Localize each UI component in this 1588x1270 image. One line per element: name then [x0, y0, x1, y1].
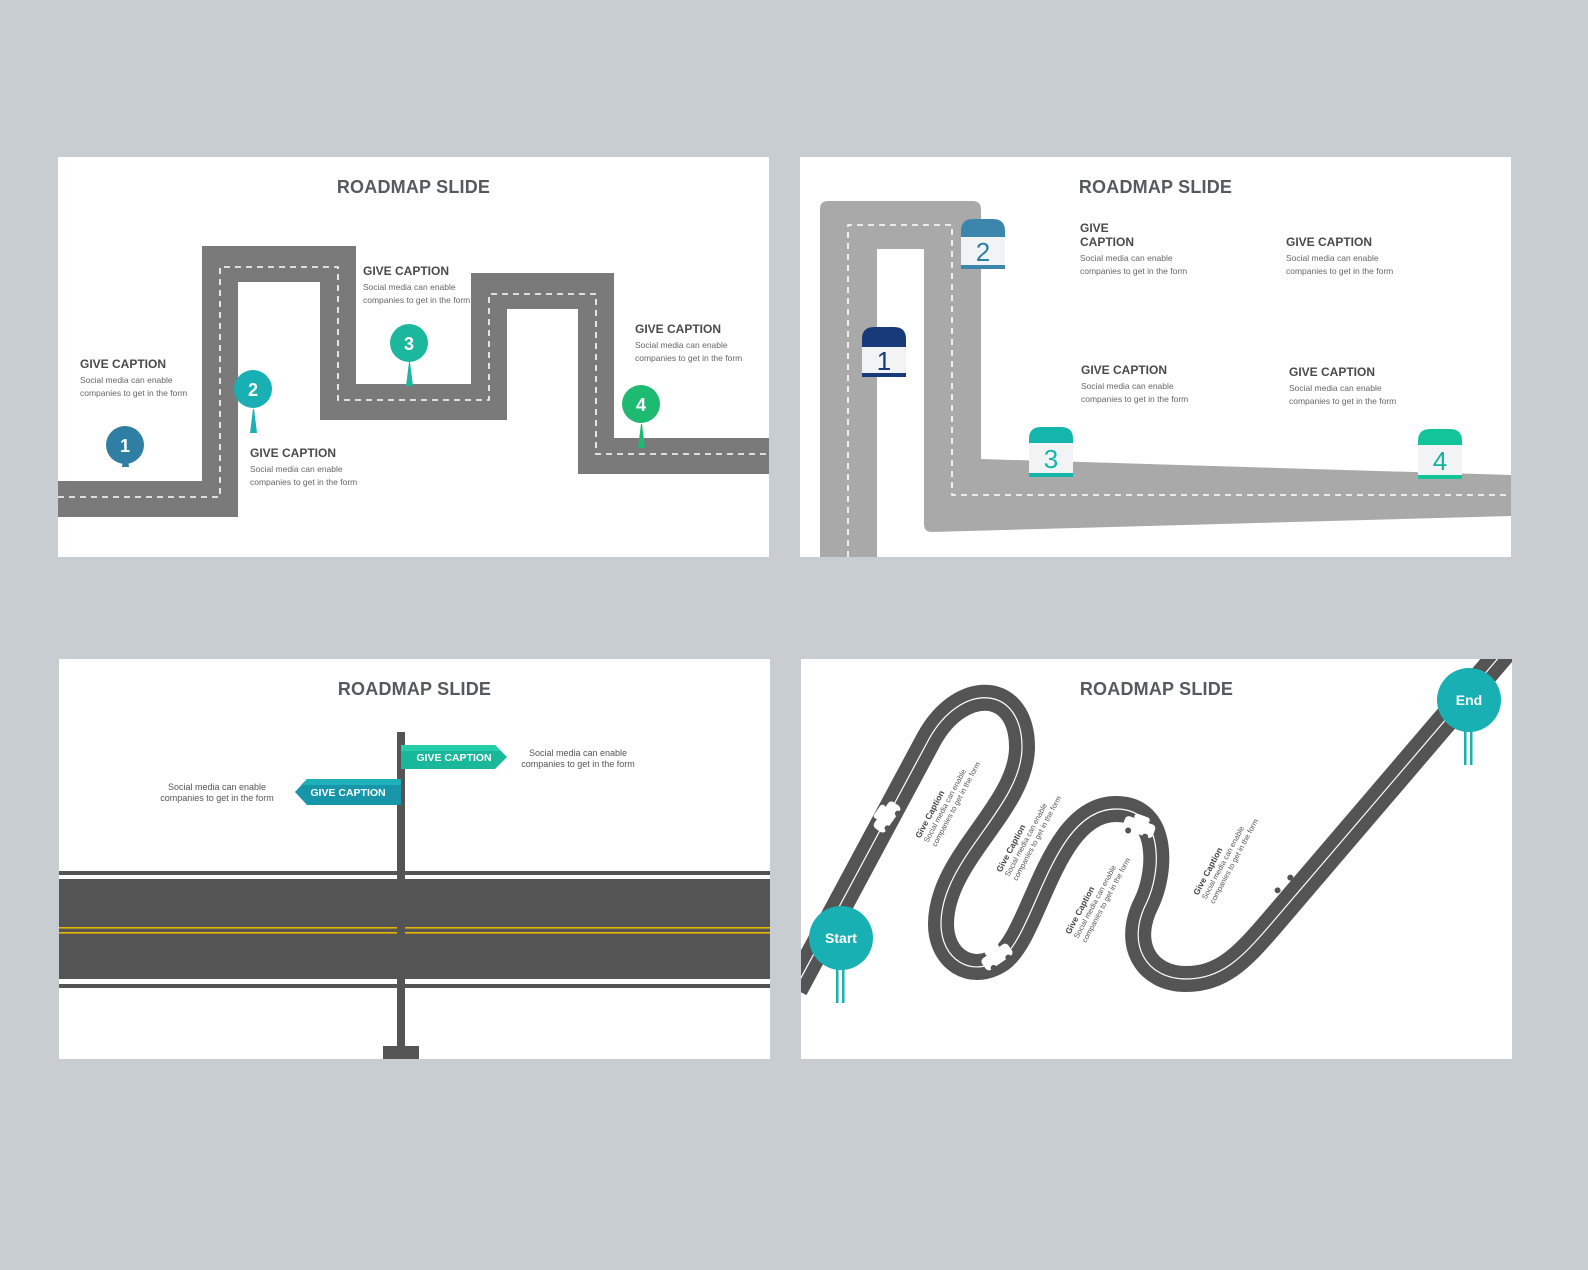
caption-line: Social media can enable	[80, 375, 173, 385]
caption-line: companies to get in the form	[250, 477, 358, 487]
winding-road-diagram: Start End	[801, 659, 1512, 1003]
road	[820, 201, 1511, 557]
slide-title: ROADMAP SLIDE	[336, 177, 491, 197]
sign-2-number: 2	[976, 237, 990, 267]
caption-line: companies to get in the form	[1289, 396, 1397, 406]
caption-2: GIVE CAPTION Social media can enable comp…	[1286, 235, 1393, 278]
caption-1: GIVE CAPTION Social media can enable comp…	[80, 357, 187, 400]
pin-4[interactable]: 4	[622, 385, 660, 448]
pin-3[interactable]: 3	[390, 324, 428, 386]
car-icon	[873, 801, 901, 833]
caption-heading: GIVE CAPTION	[1080, 221, 1134, 249]
sign-3-number: 3	[1044, 444, 1058, 474]
caption-3: GIVE CAPTION Social media can enable comp…	[1081, 363, 1188, 406]
pin-2[interactable]: 2	[234, 370, 272, 433]
pin-2-number: 2	[248, 380, 258, 400]
end-marker[interactable]: End	[1437, 668, 1501, 765]
caption-line: Social media can enable	[1286, 253, 1379, 263]
pin-3-number: 3	[404, 334, 414, 354]
caption-heading: GIVE CAPTION	[1081, 363, 1168, 377]
car-icon	[981, 943, 1013, 971]
caption-line: companies to get in the form	[635, 353, 743, 363]
sign-right[interactable]: GIVE CAPTION	[401, 745, 507, 769]
signpost-pole	[397, 732, 405, 1049]
road	[801, 659, 1512, 996]
sign-1[interactable]: 1	[862, 327, 906, 377]
slide-4[interactable]: ROADMAP SLIDE Start	[801, 659, 1512, 1059]
slide-2[interactable]: ROADMAP SLIDE 1 2 3	[800, 157, 1511, 557]
sign-left[interactable]: GIVE CAPTION	[295, 779, 401, 805]
road-center-line	[801, 659, 1499, 980]
caption-line: Social media can enable	[363, 282, 456, 292]
caption-line: companies to get in the form	[1286, 266, 1394, 276]
caption-line: companies to get in the form	[1081, 394, 1189, 404]
caption-line: Social media can enable	[1081, 381, 1174, 391]
road-yellow-line	[59, 927, 770, 929]
caption-line: companies to get in the form	[363, 295, 471, 305]
caption-heading: GIVE CAPTION	[250, 446, 337, 460]
caption-2: GIVE CAPTION Social media can enable comp…	[250, 446, 357, 489]
pin-1[interactable]: 1	[106, 426, 144, 467]
caption-line: Social media can enable	[167, 782, 267, 792]
caption-4: GIVE CAPTION Social media can enable comp…	[635, 322, 742, 365]
caption-line: Social media can enable	[1289, 383, 1382, 393]
road-center-line	[847, 224, 1511, 557]
signpost-base	[383, 1046, 419, 1059]
caption-line: Social media can enable	[1080, 253, 1173, 263]
caption-1: GIVE CAPTION Social media can enable comp…	[1080, 221, 1187, 278]
start-label: Start	[825, 930, 857, 946]
caption-left: Social media can enable companies to get…	[152, 782, 282, 804]
slide-title: ROADMAP SLIDE	[1079, 679, 1234, 699]
caption-line: Social media can enable	[250, 464, 343, 474]
sign-right-label: GIVE CAPTION	[416, 752, 491, 764]
road	[59, 879, 770, 979]
slide-title: ROADMAP SLIDE	[1078, 177, 1233, 197]
sign-4-number: 4	[1433, 446, 1447, 476]
end-label: End	[1456, 692, 1482, 708]
caption-heading: GIVE CAPTION	[80, 357, 167, 371]
caption-heading: GIVE CAPTION	[635, 322, 722, 336]
start-marker[interactable]: Start	[809, 906, 873, 1003]
zigzag-road-diagram: 1 2 3 4	[58, 246, 769, 517]
caption-line: Social media can enable	[635, 340, 728, 350]
car-icon	[1264, 864, 1294, 894]
sign-left-label: GIVE CAPTION	[310, 787, 385, 799]
sign-2[interactable]: 2	[961, 219, 1005, 269]
caption-line: Social media can enable	[528, 748, 628, 758]
caption-heading: GIVE CAPTION	[1286, 235, 1373, 249]
road-center-line	[58, 266, 769, 498]
caption-heading: GIVE CAPTION	[1289, 365, 1376, 379]
sign-1-number: 1	[877, 346, 891, 376]
pin-4-number: 4	[636, 395, 646, 415]
caption-line: companies to get in the form	[521, 759, 635, 769]
caption-right: Social media can enable companies to get…	[513, 748, 643, 770]
sign-4[interactable]: 4	[1418, 429, 1462, 479]
slide-title: ROADMAP SLIDE	[337, 679, 492, 699]
signpost-road-diagram: GIVE CAPTION GIVE CAPTION	[59, 732, 770, 1059]
slide-3[interactable]: ROADMAP SLIDE GIVE CAPTION GIVE CAPTION …	[59, 659, 770, 1059]
caption-4: GIVE CAPTION Social media can enable comp…	[1289, 365, 1396, 408]
caption-line: companies to get in the form	[80, 388, 188, 398]
slide-1[interactable]: ROADMAP SLIDE 1 2 3 4 GIVE CAPTION Socia…	[58, 157, 769, 557]
perspective-road-diagram: 1 2 3 4	[820, 201, 1511, 557]
caption-line: companies to get in the form	[1080, 266, 1188, 276]
road-yellow-line	[59, 932, 770, 934]
caption-heading: GIVE CAPTION	[363, 264, 450, 278]
sign-3[interactable]: 3	[1029, 427, 1073, 477]
car-icon	[1122, 813, 1156, 840]
caption-3: GIVE CAPTION Social media can enable comp…	[363, 264, 470, 307]
caption-line: companies to get in the form	[160, 793, 274, 803]
pin-1-number: 1	[120, 436, 130, 456]
